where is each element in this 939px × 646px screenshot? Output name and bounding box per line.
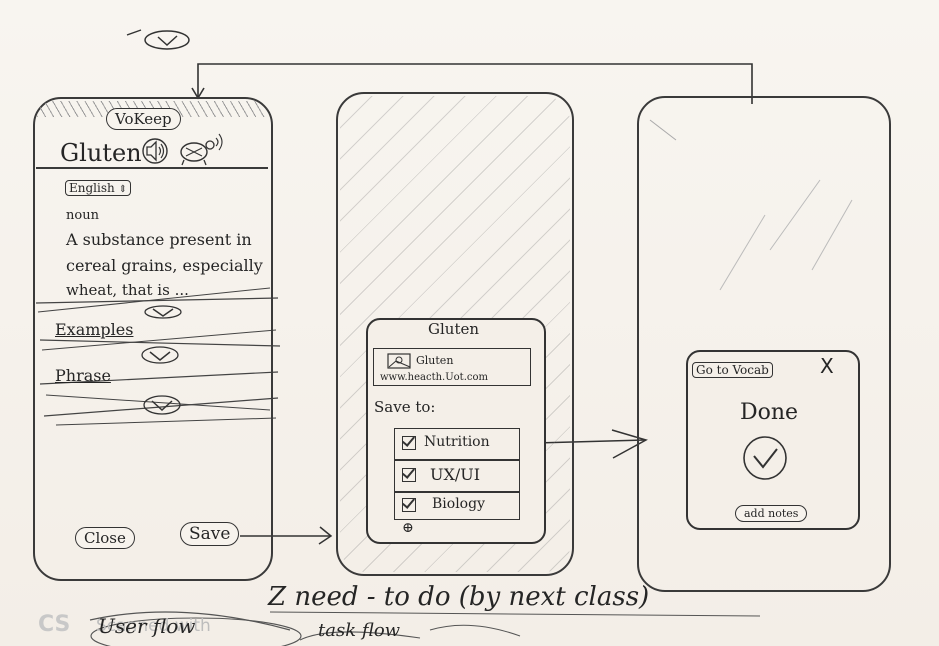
go-to-vocab-button[interactable]: Go to Vocab <box>692 362 773 378</box>
header-divider <box>36 167 268 169</box>
done-dialog <box>686 350 860 530</box>
phrase-label[interactable]: Phrase <box>55 366 111 385</box>
language-value: English <box>69 181 115 195</box>
dialog-title: Gluten <box>428 320 480 338</box>
language-select[interactable]: English ⇕ <box>65 180 131 196</box>
definition-line-1: A substance present in <box>66 230 252 249</box>
save-button[interactable]: Save <box>180 522 240 546</box>
user-flow-note: User flow <box>98 614 196 638</box>
close-button[interactable]: Close <box>75 527 135 549</box>
app-title: VoKeep <box>106 108 181 130</box>
card-url[interactable]: www.heacth.Uot.com <box>380 372 488 383</box>
scanner-watermark: Scanned with <box>96 616 211 636</box>
checkbox-checked-icon[interactable] <box>402 468 416 482</box>
todo-note: Z need - to do (by next class) <box>268 582 650 612</box>
folder-label-nutrition: Nutrition <box>424 434 490 450</box>
add-folder-icon[interactable]: ⊕ <box>402 520 414 536</box>
word-card <box>373 348 531 386</box>
save-to-label: Save to: <box>374 398 436 416</box>
examples-label[interactable]: Examples <box>55 320 134 339</box>
definition-line-3: wheat, that is ... <box>66 281 189 299</box>
part-of-speech: noun <box>66 208 99 223</box>
phone-screen-done-confirmation <box>637 96 891 592</box>
scanner-logo: CS <box>38 612 71 637</box>
folder-label-uxui: UX/UI <box>430 465 481 484</box>
checkbox-checked-icon[interactable] <box>402 436 416 450</box>
word-title: Gluten <box>60 139 142 167</box>
close-icon[interactable]: X <box>820 354 834 378</box>
checkbox-checked-icon[interactable] <box>402 498 416 512</box>
folder-label-biology: Biology <box>432 496 485 512</box>
add-notes-button[interactable]: add notes <box>735 505 808 522</box>
task-flow-note: task flow <box>318 620 401 641</box>
definition-line-2: cereal grains, especially <box>66 256 263 275</box>
done-label: Done <box>740 400 799 425</box>
card-title: Gluten <box>416 354 454 367</box>
updown-icon: ⇕ <box>118 184 127 195</box>
